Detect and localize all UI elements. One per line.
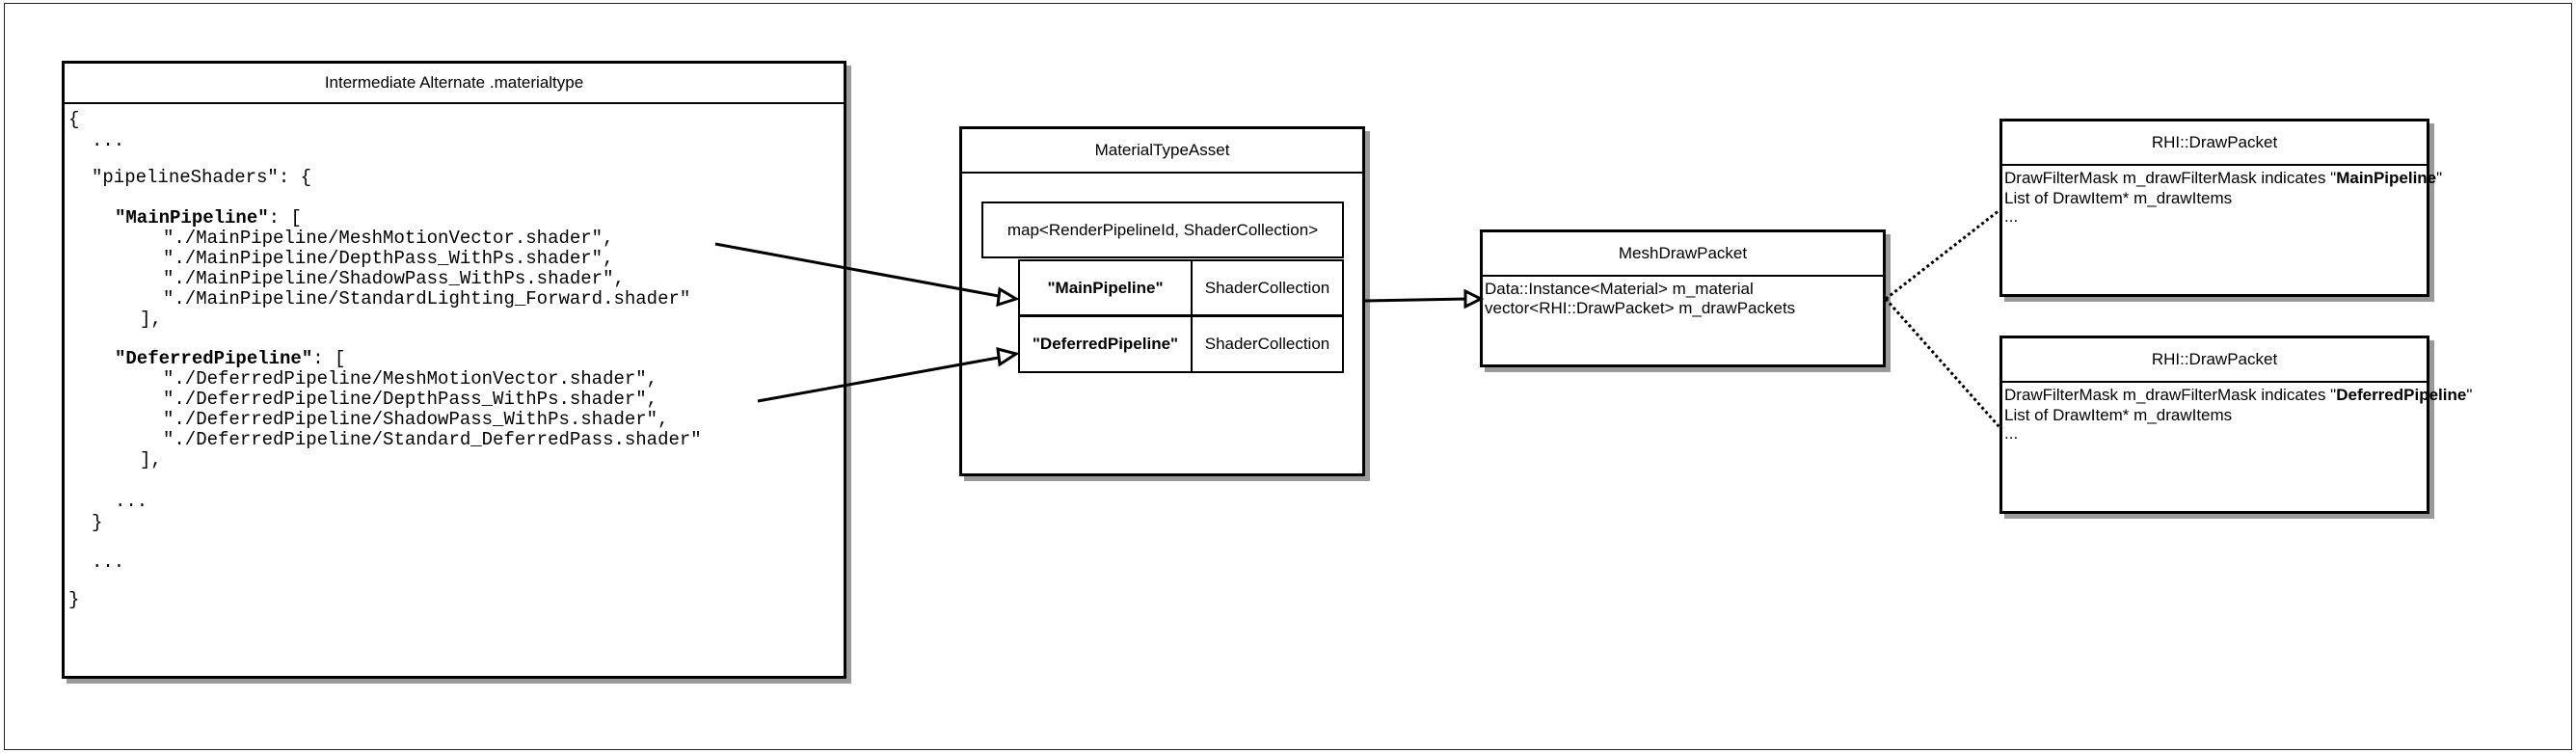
filter-mask-suffix: ": [2466, 386, 2473, 404]
main-pipeline-value-cell: ShaderCollection: [1191, 259, 1344, 316]
material-type-asset-title: MaterialTypeAsset: [962, 129, 1362, 174]
arrow-main-shaders-to-main-pipeline: [714, 242, 1005, 299]
code-main-pipeline-key: "MainPipeline": [: [115, 208, 302, 229]
arrowhead-mesh-draw-packet: [1463, 288, 1485, 309]
code-deferred-shader-line: "./DeferredPipeline/ShadowPass_WithPs.sh…: [163, 409, 669, 430]
deferred-pipeline-key-text: "DeferredPipeline": [115, 348, 313, 369]
code-inner-close: }: [92, 512, 103, 533]
code-main-shader-line: "./MainPipeline/MeshMotionVector.shader"…: [163, 228, 614, 249]
code-deferred-shader-line: "./DeferredPipeline/DepthPass_WithPs.sha…: [163, 389, 658, 410]
code-main-shader-line: "./MainPipeline/DepthPass_WithPs.shader"…: [163, 248, 614, 269]
draw-packet-deferred-box: RHI::DrawPacket DrawFilterMask m_drawFil…: [1999, 336, 2472, 514]
main-pipeline-key-cell: "MainPipeline": [1018, 259, 1193, 316]
arrowhead-deferred-pipeline: [996, 346, 1020, 367]
draw-packet-main-ellipsis: ...: [2004, 207, 2019, 226]
arrowhead-main-pipeline: [996, 286, 1020, 308]
arrow-deferred-shaders-to-deferred-pipeline: [757, 355, 1005, 403]
dotted-link-main-draw-packet: [1885, 208, 2000, 301]
material-type-asset-box: MaterialTypeAsset map<RenderPipelineId, …: [959, 126, 1365, 476]
filter-mask-prefix: DrawFilterMask m_drawFilterMask indicate…: [2004, 169, 2337, 187]
filter-mask-pipeline: DeferredPipeline: [2336, 386, 2467, 404]
shader-collection-map: map<RenderPipelineId, ShaderCollection>: [981, 202, 1344, 258]
deferred-pipeline-open: : [: [312, 348, 346, 369]
materialtype-code-title: Intermediate Alternate .materialtype: [65, 64, 844, 104]
code-pipeline-shaders: "pipelineShaders": {: [92, 167, 312, 188]
filter-mask-suffix: ": [2436, 169, 2443, 187]
code-deferred-close: ],: [140, 449, 162, 471]
code-close-brace: }: [68, 589, 80, 610]
code-deferred-pipeline-key: "DeferredPipeline": [: [115, 349, 345, 369]
main-pipeline-key-label: "MainPipeline": [1047, 278, 1164, 297]
deferred-pipeline-value-cell: ShaderCollection: [1191, 315, 1344, 373]
mesh-draw-packet-title: MeshDrawPacket: [1483, 232, 1883, 277]
draw-packet-main-box: RHI::DrawPacket DrawFilterMask m_drawFil…: [1999, 119, 2442, 297]
code-deferred-shader-line: "./DeferredPipeline/MeshMotionVector.sha…: [163, 368, 658, 390]
draw-packet-deferred-title: RHI::DrawPacket: [2002, 338, 2427, 383]
draw-packet-deferred-ellipsis: ...: [2004, 424, 2019, 443]
code-deferred-shader-line: "./DeferredPipeline/Standard_DeferredPas…: [163, 429, 702, 450]
code-main-shader-line: "./MainPipeline/ShadowPass_WithPs.shader…: [163, 268, 625, 289]
dotted-link-deferred-draw-packet: [1884, 298, 2001, 428]
code-ellipsis-top: ...: [92, 130, 125, 151]
filter-mask-pipeline: MainPipeline: [2336, 169, 2437, 187]
mesh-draw-packet-material: Data::Instance<Material> m_material: [1485, 280, 1754, 298]
materialtype-code-box: Intermediate Alternate .materialtype { .…: [62, 61, 846, 679]
code-ellipsis-inner: ...: [115, 491, 148, 512]
code-main-shader-line: "./MainPipeline/StandardLighting_Forward…: [163, 288, 691, 309]
main-pipeline-key-text: "MainPipeline": [115, 207, 269, 229]
draw-packet-main-title: RHI::DrawPacket: [2002, 121, 2427, 166]
draw-packet-main-filter-mask: DrawFilterMask m_drawFilterMask indicate…: [2004, 168, 2442, 188]
deferred-pipeline-key-label: "DeferredPipeline": [1032, 335, 1179, 353]
code-main-close: ],: [140, 309, 162, 330]
code-open-brace: {: [68, 109, 80, 130]
draw-packet-deferred-items: List of DrawItem* m_drawItems: [2004, 406, 2233, 424]
mesh-draw-packet-draw-packets: vector<RHI::DrawPacket> m_drawPackets: [1485, 299, 1796, 317]
main-pipeline-open: : [: [268, 207, 302, 229]
arrow-asset-to-mesh-draw-packet: [1364, 297, 1468, 303]
draw-packet-deferred-filter-mask: DrawFilterMask m_drawFilterMask indicate…: [2004, 385, 2472, 405]
code-ellipsis-outer: ...: [92, 551, 125, 573]
filter-mask-prefix: DrawFilterMask m_drawFilterMask indicate…: [2004, 386, 2337, 404]
diagram-frame: [4, 3, 2572, 750]
draw-packet-main-items: List of DrawItem* m_drawItems: [2004, 189, 2233, 207]
mesh-draw-packet-box: MeshDrawPacket Data::Instance<Material> …: [1480, 229, 1886, 367]
